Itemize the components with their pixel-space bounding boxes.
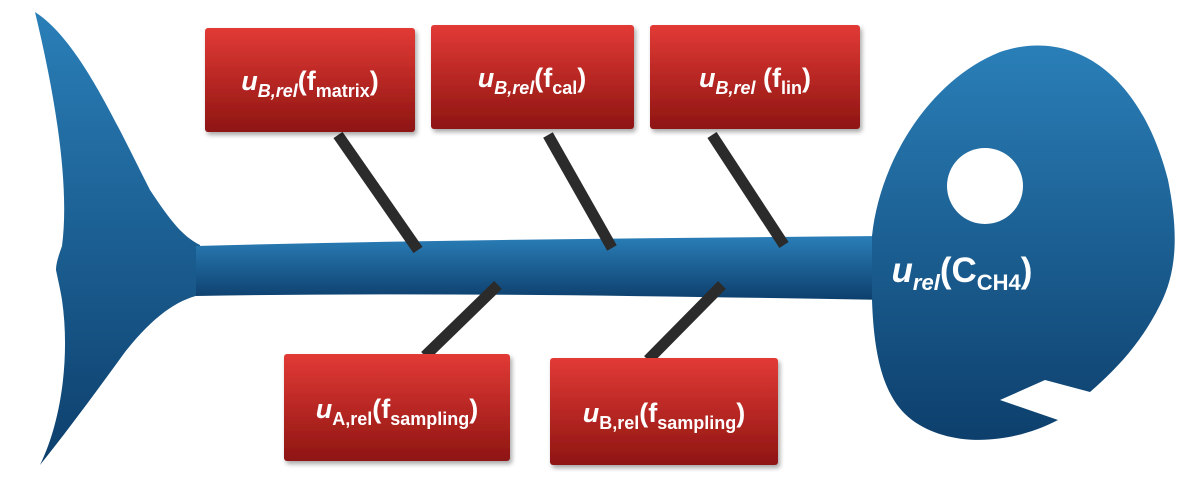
bone-sampling-b <box>644 281 726 364</box>
fish-eye <box>947 148 1023 224</box>
box-lin <box>650 25 860 129</box>
fish-body <box>35 12 1175 465</box>
label-sampling-b: uB,rel(fsampling) <box>583 398 746 433</box>
bone-cal <box>543 132 617 251</box>
label-sampling-a: uA,rel(fsampling) <box>316 394 479 429</box>
box-matrix <box>205 28 415 132</box>
label-lin: uB,rel (flin) <box>699 63 811 98</box>
fish-head <box>872 45 1175 440</box>
bone-matrix <box>333 131 423 254</box>
fish-tail <box>35 12 200 465</box>
box-sampling-b <box>550 358 778 465</box>
label-matrix: uB,rel(fmatrix) <box>241 66 379 101</box>
fish-spine <box>196 236 888 300</box>
fish-bones <box>333 131 789 364</box>
label-cal: uB,rel(fcal) <box>478 63 587 98</box>
box-cal <box>431 25 634 129</box>
bone-lin <box>707 131 789 249</box>
box-sampling-a <box>284 354 510 461</box>
bone-sampling-a <box>421 281 502 360</box>
label-head: urel(CCH4) <box>892 251 1033 295</box>
